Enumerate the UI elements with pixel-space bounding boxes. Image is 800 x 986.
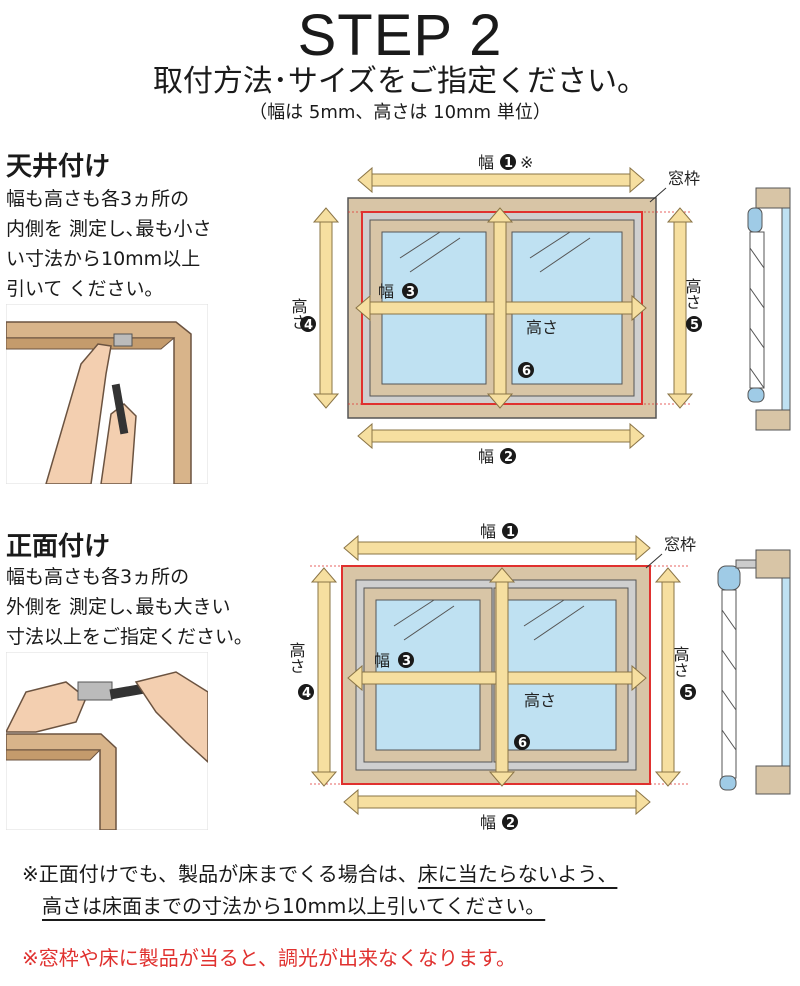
svg-text:5: 5 <box>690 318 699 333</box>
note-floor-line2: 高さは床面までの寸法から10mm以上引いてください。 <box>42 894 546 918</box>
section-desc-front: 幅も高さも各3ヵ所の 外側を 測定し､最も大きい 寸法以上をご指定ください｡ <box>6 566 244 648</box>
svg-text:2: 2 <box>504 450 513 465</box>
ceiling-mount-diagram: 幅 1 ※ 窓枠 幅 2 幅 3 高さ 4 高さ 5 高さ 6 <box>290 153 791 466</box>
label-width-3: 幅 <box>378 282 394 301</box>
step-title: STEP 2 <box>297 3 503 68</box>
label-width-2: 幅 <box>478 447 494 466</box>
svg-text:3: 3 <box>406 285 415 300</box>
note-floor: ※正面付けでも、製品が床までくる場合は、床に当たらないよう、 高さは床面までの寸… <box>22 858 617 922</box>
label-height-5: 高さ <box>671 646 690 678</box>
unit-note: （幅は 5mm、高さは 10mm 単位） <box>249 102 551 123</box>
label-width-2: 幅 <box>480 813 496 832</box>
note-floor-line1b: 床に当たらないよう、 <box>417 862 618 886</box>
label-frame: 窓枠 <box>664 535 696 554</box>
svg-text:2: 2 <box>506 816 515 831</box>
svg-text:6: 6 <box>518 736 527 751</box>
label-width-1-note: ※ <box>520 153 533 172</box>
front-mount-illustration <box>6 652 208 830</box>
label-frame: 窓枠 <box>668 169 700 188</box>
label-height-4: 高さ <box>290 642 306 674</box>
svg-text:4: 4 <box>302 686 311 701</box>
svg-text:1: 1 <box>504 156 513 171</box>
note-floor-line1a: ※正面付けでも、製品が床までくる場合は、 <box>22 862 418 886</box>
label-width-3: 幅 <box>374 651 390 670</box>
side-profile-front <box>717 549 791 795</box>
label-height-5: 高さ <box>683 278 702 310</box>
warning-note: ※窓枠や床に製品が当ると、調光が出来なくなります。 <box>22 946 516 970</box>
side-profile-ceiling <box>747 187 791 431</box>
section-title-front: 正面付け <box>6 532 111 562</box>
page-subtitle: 取付方法･サイズをご指定ください。 <box>152 64 648 99</box>
section-desc-ceiling: 幅も高さも各3ヵ所の 内側を 測定し､最も小さ い寸法から10mm以上 引いて … <box>6 188 212 300</box>
label-height-6: 高さ <box>524 691 556 710</box>
svg-text:5: 5 <box>684 686 693 701</box>
marker-1 <box>500 154 516 170</box>
label-width-1: 幅 <box>480 522 496 541</box>
svg-text:4: 4 <box>304 318 313 333</box>
svg-text:3: 3 <box>402 654 411 669</box>
label-height-6: 高さ <box>526 318 558 337</box>
ceiling-mount-illustration <box>6 304 208 484</box>
label-width-1: 幅 <box>478 153 494 172</box>
section-title-ceiling: 天井付け <box>6 152 111 182</box>
svg-text:6: 6 <box>522 364 531 379</box>
front-mount-diagram: 幅 1 窓枠 幅 2 幅 3 高さ 4 高さ 5 高さ 6 <box>290 522 791 832</box>
svg-text:1: 1 <box>506 525 515 540</box>
